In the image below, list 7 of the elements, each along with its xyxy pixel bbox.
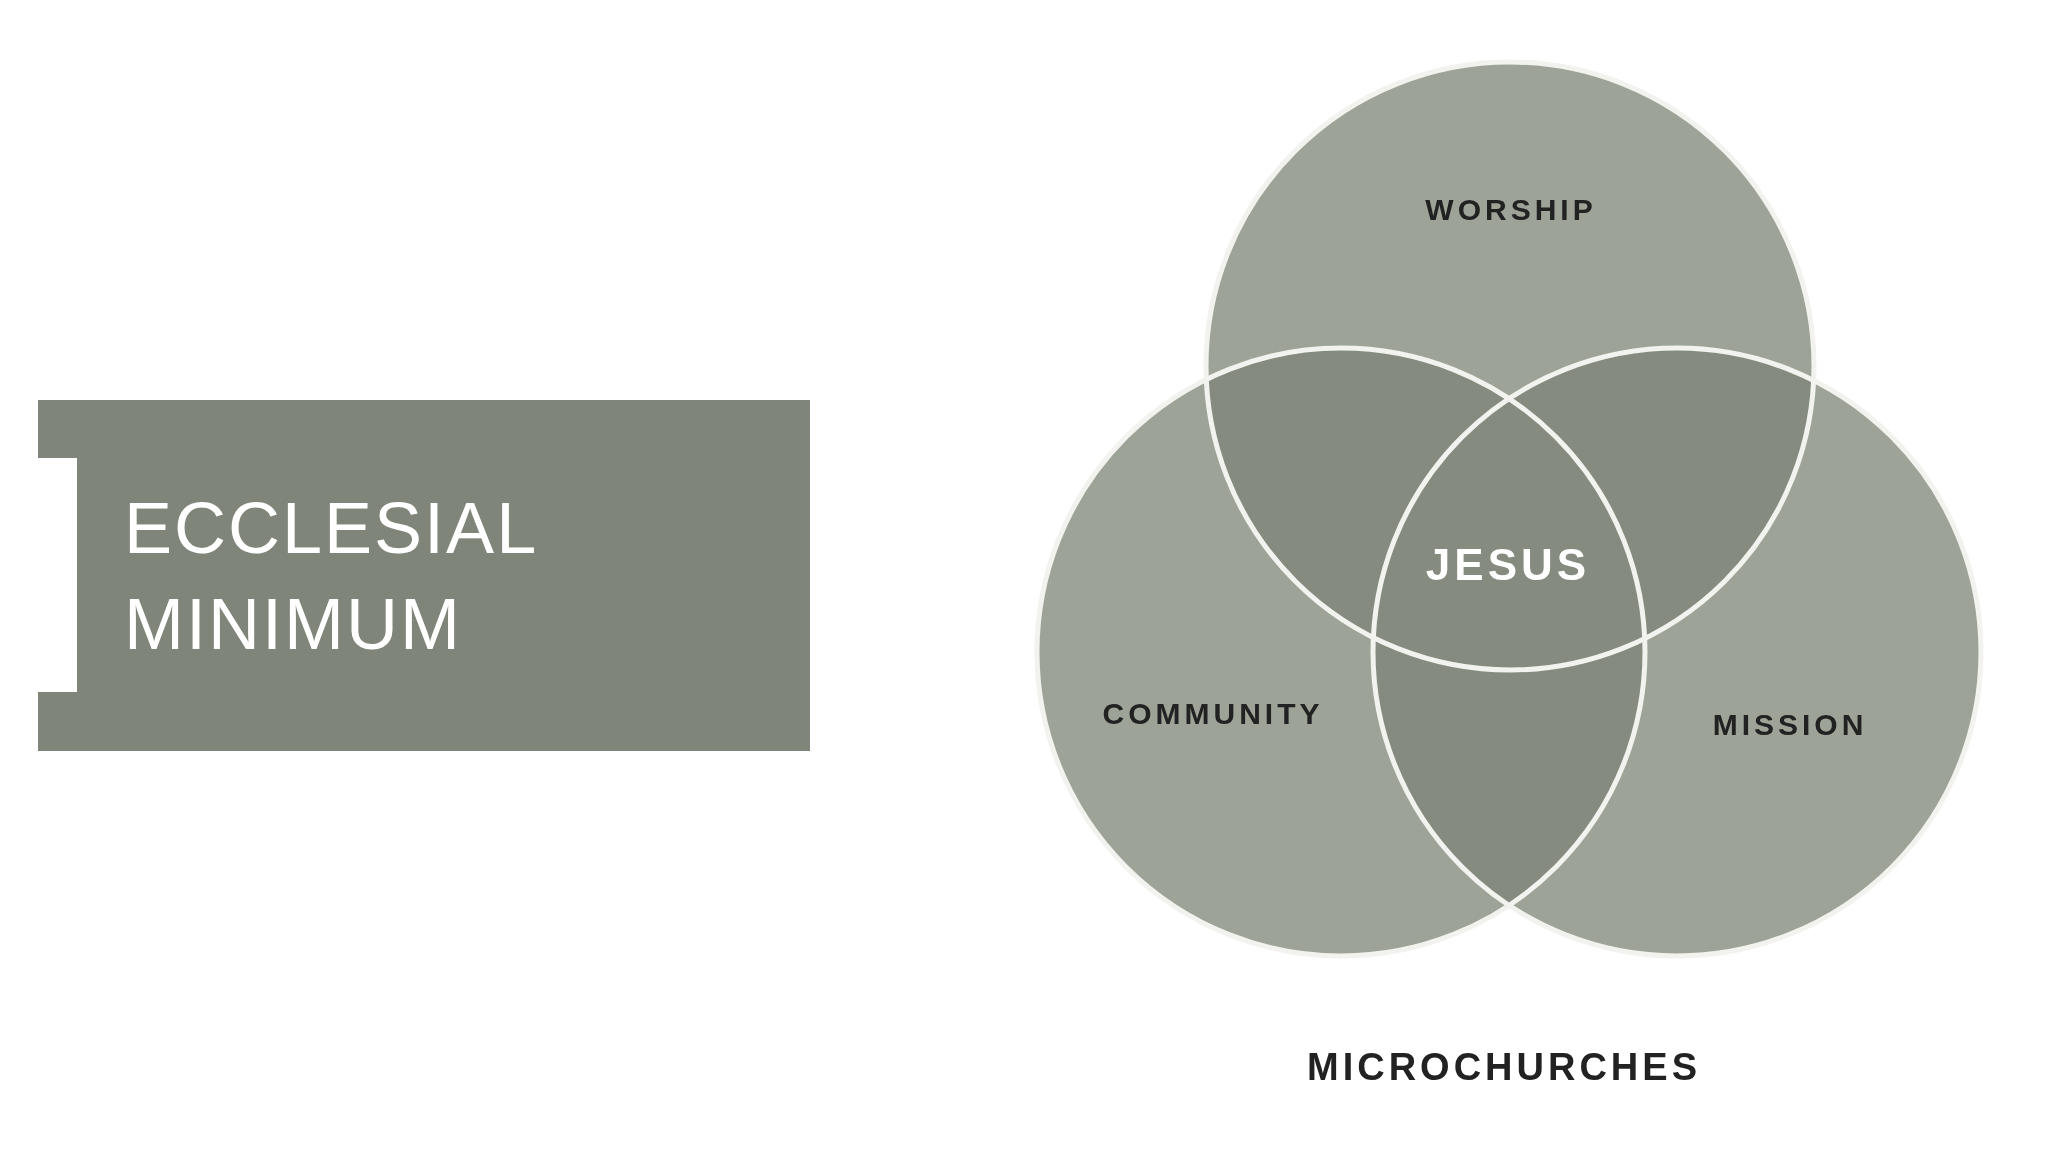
center-label: JESUS [1425,540,1591,590]
heading-box [38,400,810,751]
circle-label: MISSION [1712,708,1868,742]
caption: MICROCHURCHES [1307,1045,1701,1089]
heading-text: ECCLESIAL MINIMUM [124,487,537,666]
circle-label: WORSHIP [1425,193,1597,227]
circle-label: COMMUNITY [1102,697,1324,731]
